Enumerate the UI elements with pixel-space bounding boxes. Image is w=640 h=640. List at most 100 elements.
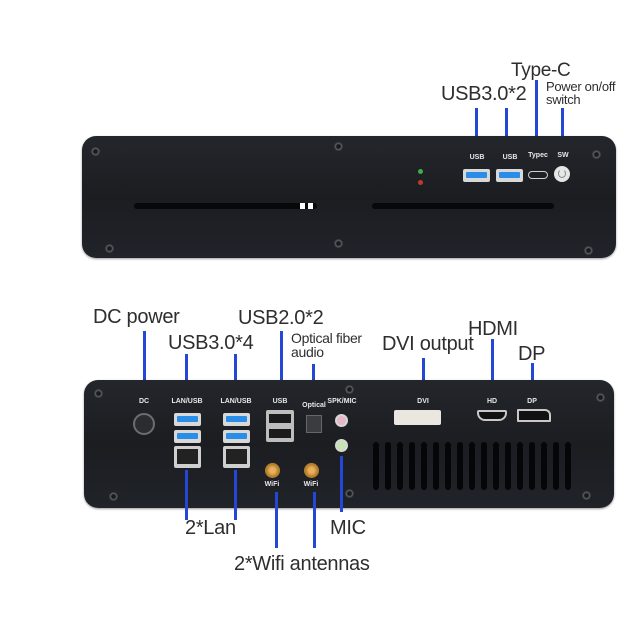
vent-slot <box>565 442 571 490</box>
front-panel: USB USB Typec SW <box>82 136 616 258</box>
callout-typec: Type-C <box>511 60 571 81</box>
screw-icon <box>582 491 591 500</box>
port-label-typec: Typec <box>528 152 548 159</box>
usb2-port-1[interactable] <box>269 414 291 423</box>
port-label-wifi-1: WiFi <box>264 481 280 488</box>
callout-line-dp <box>531 363 534 383</box>
callout-line-dc <box>143 331 146 383</box>
screw-icon <box>596 393 605 402</box>
usb3-port-front-2[interactable] <box>496 169 523 182</box>
power-icon <box>558 169 566 178</box>
usb3-port-rear-1[interactable] <box>174 413 201 426</box>
callout-line-mic <box>340 456 343 512</box>
vent-slot <box>529 442 535 490</box>
screw-icon <box>334 142 343 151</box>
port-label-lanusb-2: LAN/USB <box>220 398 252 405</box>
drive-slot-right <box>372 203 554 209</box>
port-label-wifi-2: WiFi <box>303 481 319 488</box>
usb3-port-front-1[interactable] <box>463 169 490 182</box>
callout-dc-power: DC power <box>93 306 180 328</box>
vent-slot <box>493 442 499 490</box>
speaker-jack[interactable] <box>335 414 348 427</box>
callout-wifi: 2*Wifi antennas <box>234 553 370 575</box>
screw-icon <box>109 492 118 501</box>
port-label-usb: USB <box>272 398 288 405</box>
slot-eject-marker <box>308 203 313 209</box>
vent-slot <box>505 442 511 490</box>
drive-slot-left <box>134 203 317 209</box>
port-label-sw: SW <box>557 152 569 159</box>
callout-line-usb30-2 <box>234 354 237 383</box>
screw-icon <box>584 246 593 255</box>
wifi-antenna-connector-1[interactable] <box>265 463 280 478</box>
port-label-spkmic: SPK/MIC <box>327 398 357 405</box>
callout-line-lan-2 <box>234 470 237 520</box>
port-label-usb1-front: USB <box>469 154 485 161</box>
screw-icon <box>105 244 114 253</box>
lan-port-1[interactable] <box>174 446 201 468</box>
vent-slot <box>421 442 427 490</box>
optical-audio-port[interactable] <box>306 415 322 433</box>
vent-slot <box>373 442 379 490</box>
vent-slot <box>457 442 463 490</box>
screw-icon <box>345 385 354 394</box>
vent-slot <box>433 442 439 490</box>
power-led <box>418 169 423 174</box>
callout-line-usb2-front <box>505 108 508 144</box>
dc-power-jack[interactable] <box>133 413 155 435</box>
callout-usb20: USB2.0*2 <box>238 307 324 329</box>
port-label-lanusb-1: LAN/USB <box>171 398 203 405</box>
vent-slot <box>409 442 415 490</box>
callout-dp: DP <box>518 343 546 365</box>
usb3-port-rear-3[interactable] <box>223 413 250 426</box>
port-label-dvi: DVI <box>417 398 429 405</box>
callout-usb30-front: USB3.0*2 <box>441 83 527 105</box>
slot-eject-marker <box>300 203 305 209</box>
dvi-port[interactable] <box>394 410 441 425</box>
screw-icon <box>592 150 601 159</box>
callout-dvi: DVI output <box>382 333 474 355</box>
usb3-port-rear-4[interactable] <box>223 430 250 443</box>
mic-jack[interactable] <box>335 439 348 452</box>
usb2-port-2[interactable] <box>269 429 291 438</box>
usb2-port-stack[interactable] <box>266 410 294 442</box>
vent-slot <box>481 442 487 490</box>
lan-port-2[interactable] <box>223 446 250 468</box>
callout-line-hdmi <box>491 339 494 383</box>
typec-port[interactable] <box>528 171 548 179</box>
vent-slot <box>553 442 559 490</box>
callout-line-usb1-front <box>475 108 478 144</box>
wifi-antenna-connector-2[interactable] <box>304 463 319 478</box>
callout-line-typec <box>535 80 538 144</box>
vent-slot <box>517 442 523 490</box>
power-button[interactable] <box>554 166 570 182</box>
callout-line-wifi-1 <box>275 492 278 548</box>
callout-power-switch: Power on/off switch <box>546 79 616 107</box>
callout-hdmi: HDMI <box>468 318 518 340</box>
displayport[interactable] <box>517 409 551 422</box>
port-label-hd: HD <box>486 398 498 405</box>
vent-slot <box>445 442 451 490</box>
callout-line-usb20 <box>280 331 283 383</box>
callout-mic: MIC <box>330 517 366 539</box>
callout-usb30-rear: USB3.0*4 <box>168 332 254 354</box>
callout-optical: Optical fiber audio <box>291 330 362 360</box>
screw-icon <box>91 147 100 156</box>
vent-slot <box>385 442 391 490</box>
vent-slot <box>541 442 547 490</box>
vent-slot <box>397 442 403 490</box>
port-label-dp: DP <box>527 398 537 405</box>
port-label-optical: Optical <box>302 402 326 409</box>
callout-line-usb30-1 <box>185 354 188 383</box>
vent-slot <box>469 442 475 490</box>
screw-icon <box>334 239 343 248</box>
screw-icon <box>345 489 354 498</box>
callout-line-optical <box>312 364 315 386</box>
rear-panel: DC LAN/USB LAN/USB USB Optical SPK/MIC D… <box>84 380 614 508</box>
hdd-led <box>418 180 423 185</box>
hdmi-port[interactable] <box>477 410 507 421</box>
callout-line-dvi <box>422 358 425 383</box>
port-label-usb2-front: USB <box>502 154 518 161</box>
port-label-dc: DC <box>138 398 150 405</box>
usb3-port-rear-2[interactable] <box>174 430 201 443</box>
